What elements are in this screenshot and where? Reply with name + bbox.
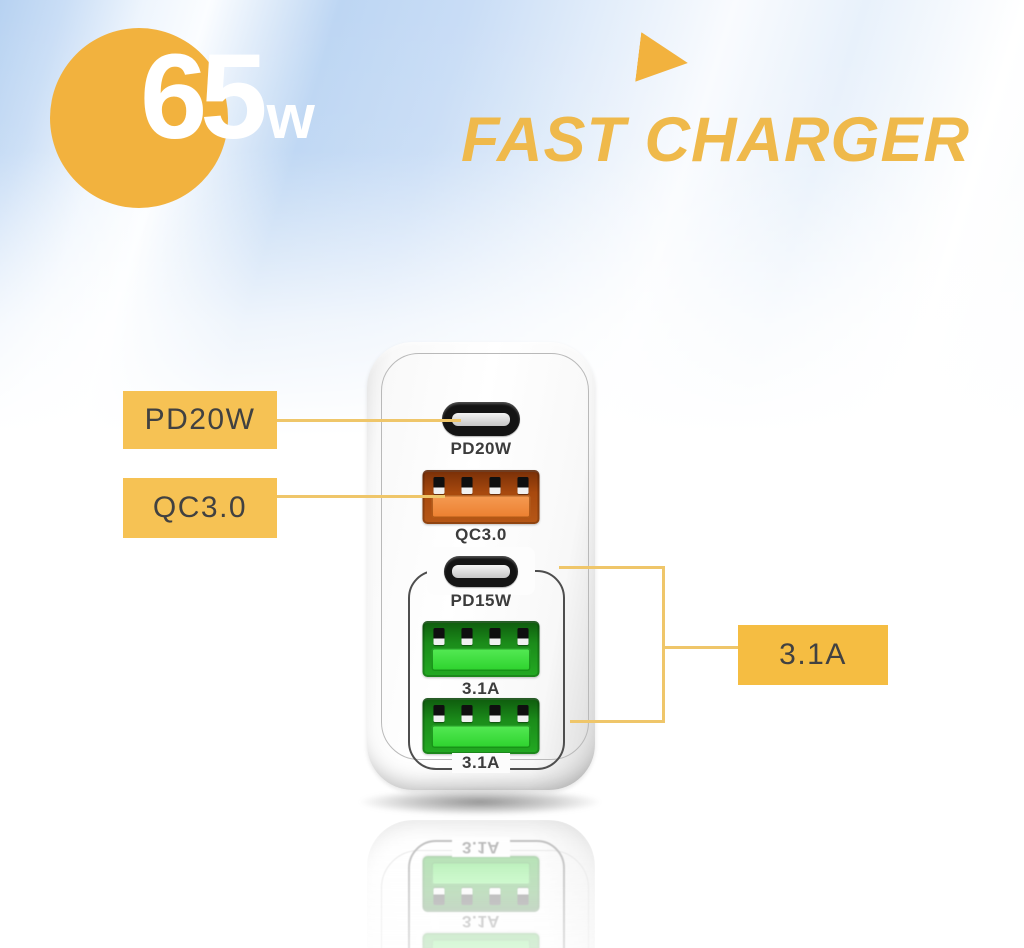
usb-a-port-31a-1 [422,621,540,677]
wattage-badge: 65 w [140,28,315,164]
floor-shadow [360,789,600,815]
usb-pins [423,705,540,722]
usb-pins [423,477,540,494]
usb-pins [423,628,540,645]
usb-a-port-qc30 [422,470,540,524]
port-label-31a-2: 3.1A [452,753,510,773]
usb-pin [461,628,473,645]
usb-a-tongue [431,648,531,671]
usb-a-tongue [431,725,531,748]
callout-box-qc30: QC3.0 [123,478,277,538]
usb-a-port-31a-2 [422,698,540,754]
callout-line-31a-middle [663,646,739,649]
usb-a-tongue [431,495,531,518]
usb-pin [433,705,445,722]
usb-pin [517,628,529,645]
usb-pin [517,477,529,494]
callout-line-31a-bottom [570,720,665,723]
callout-line-31a-vertical [662,566,665,723]
port-label-qc30: QC3.0 [455,525,507,544]
usb-c-tongue [452,565,510,578]
port-label-pd20w: PD20W [450,439,512,458]
callout-line-qc30 [277,495,445,498]
usb-pin [489,628,501,645]
usb-pin [433,477,445,494]
port-label-pd15w: PD15W [450,591,512,610]
headline-title: FAST CHARGER [461,105,971,175]
callout-line-31a-top [559,566,665,569]
port-label-31a-1: 3.1A [462,679,500,698]
usb-pin [433,628,445,645]
wattage-badge-circle [50,28,228,208]
usb-pin [489,705,501,722]
usb-c-tongue [452,412,510,426]
charger-reflection: PD20W QC3.0 PD15W 3.1A 3.1A [367,820,595,948]
usb-pin [461,705,473,722]
callout-box-31a: 3.1A [738,625,888,685]
usb-pin [489,477,501,494]
usb-pin [461,477,473,494]
wattage-unit: w [266,83,315,152]
callout-line-pd20w [277,419,461,422]
wattage-value: 65 [140,28,268,164]
charger-device: PD20W QC3.0 PD15W 3.1A 3.1A [367,342,595,790]
usb-pin [517,705,529,722]
callout-box-pd20w: PD20W [123,391,277,449]
usb-c-port-pd15w [444,556,518,587]
